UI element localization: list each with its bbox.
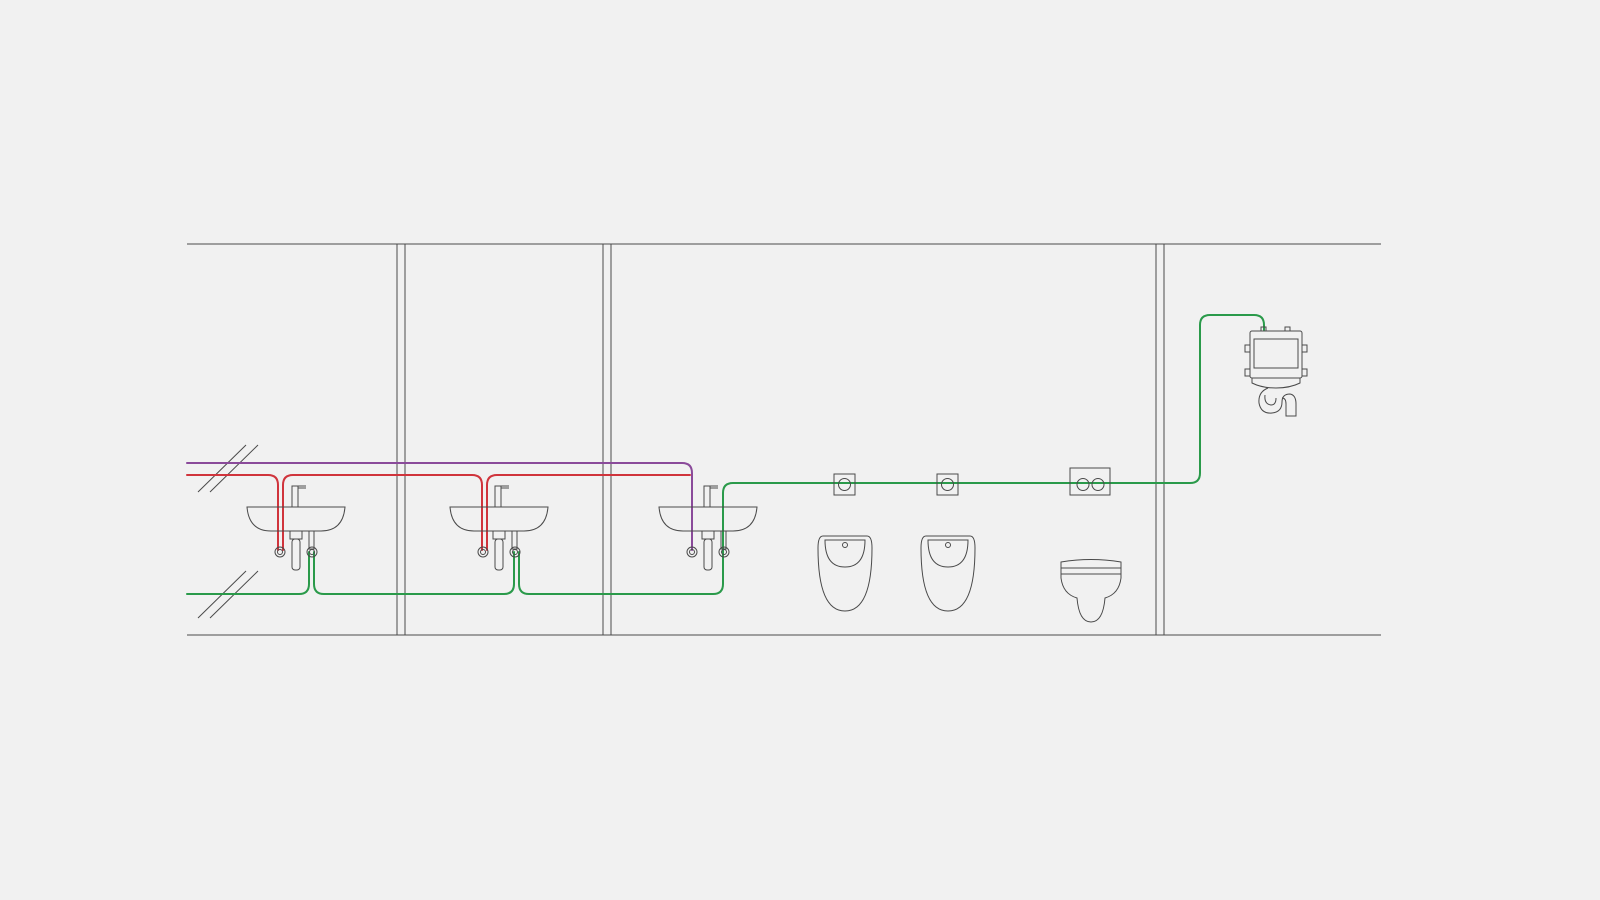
washbasin-1 — [246, 485, 346, 571]
washbasin-2 — [449, 485, 549, 571]
break-marks — [197, 444, 259, 619]
washbasin-3 — [658, 485, 758, 571]
cold-water-pipe — [186, 314, 1265, 595]
urinal-1 — [817, 473, 873, 612]
partition-wall-1 — [396, 244, 406, 635]
dual-flush-plate — [1069, 467, 1111, 496]
flush-plate — [833, 473, 856, 496]
partition-wall-2 — [602, 244, 612, 635]
wall-hung-wc — [1060, 467, 1122, 623]
flush-cistern-module — [1244, 326, 1308, 417]
flush-plate — [936, 473, 959, 496]
hot-water-pipe — [186, 474, 691, 551]
walls — [187, 243, 1381, 636]
urinal-2 — [920, 473, 976, 612]
partition-wall-3 — [1155, 244, 1165, 635]
circulation-pipe — [186, 462, 693, 551]
